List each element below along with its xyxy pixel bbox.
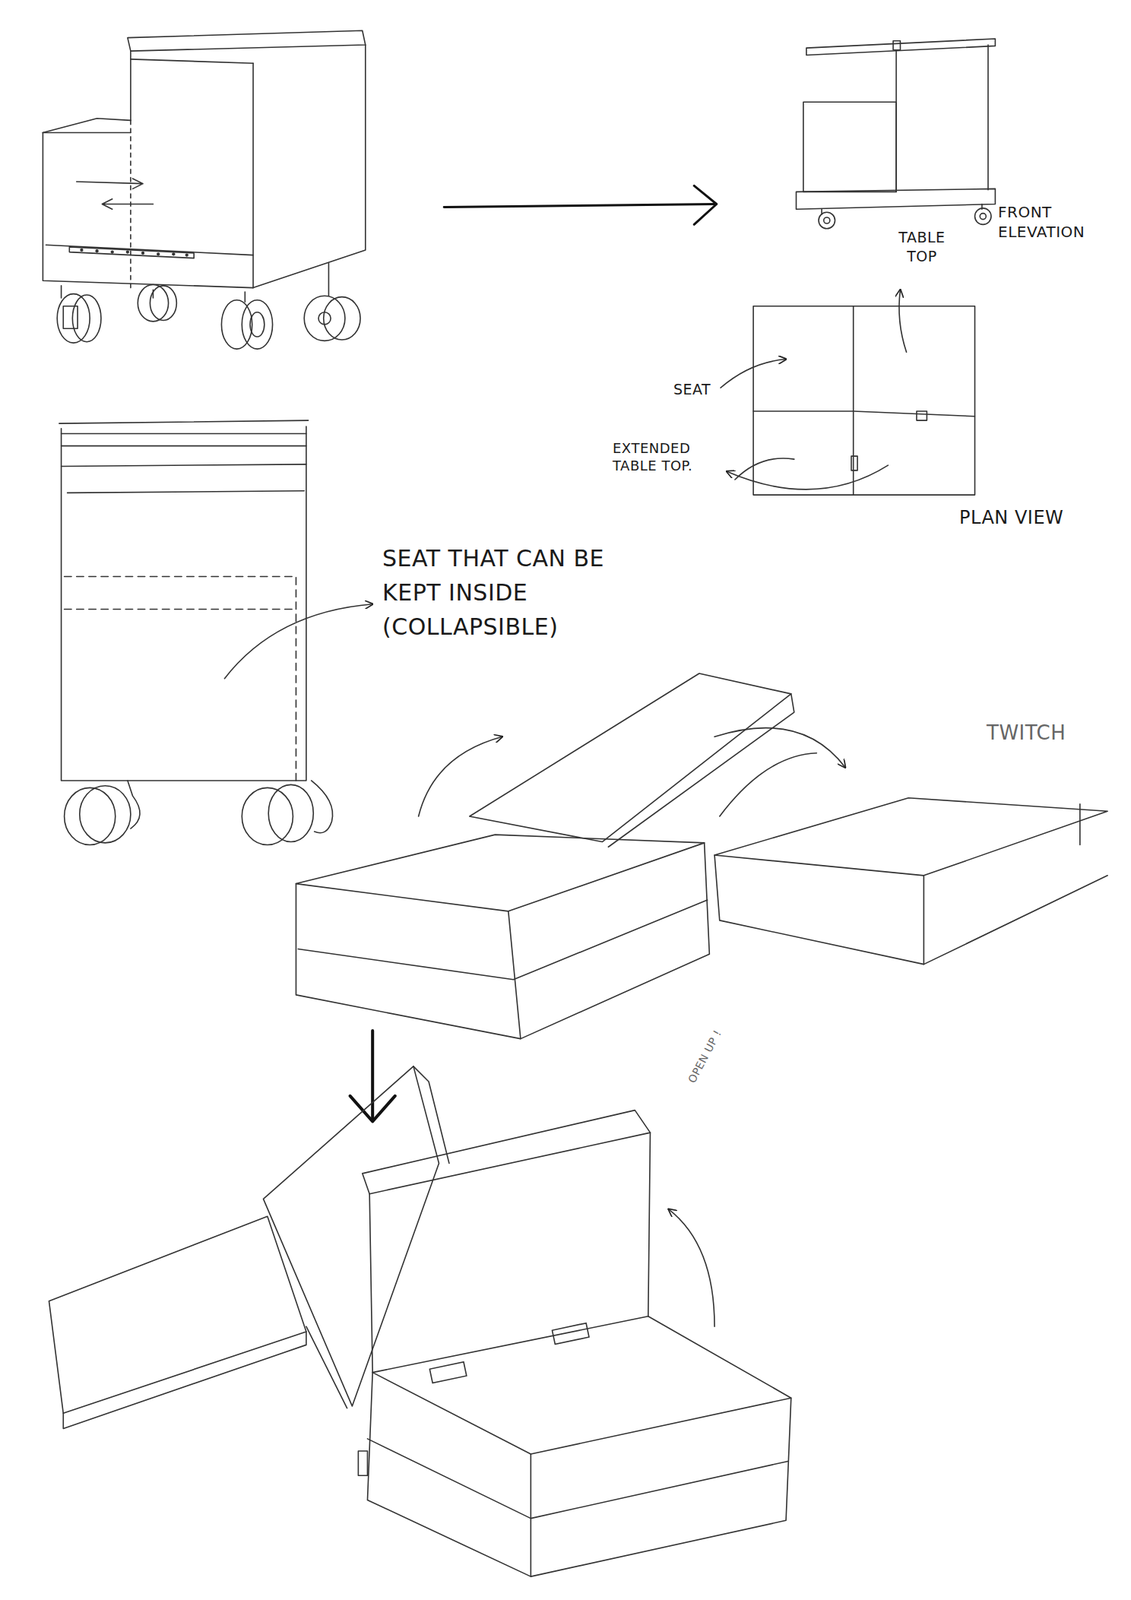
view-label: FRONT ELEVATION	[997, 202, 1097, 242]
note-text: OPEN UP !	[684, 1004, 737, 1086]
cabinet-side	[59, 420, 373, 845]
part-label: SEAT	[673, 380, 735, 400]
front-elevation	[796, 38, 996, 229]
open-seat-sketch	[48, 1066, 791, 1577]
cart-perspective	[42, 30, 365, 349]
note-text: SEAT THAT CAN BE KEPT INSIDE (COLLAPSIBL…	[382, 541, 611, 644]
plan-view	[720, 289, 975, 495]
twitch-sketch	[295, 673, 1108, 1040]
note-text: TWITCH	[986, 720, 1101, 747]
part-label: TABLE TOP	[890, 228, 954, 266]
view-label: PLAN VIEW	[959, 506, 1112, 530]
part-label: EXTENDED TABLE TOP.	[612, 439, 698, 476]
